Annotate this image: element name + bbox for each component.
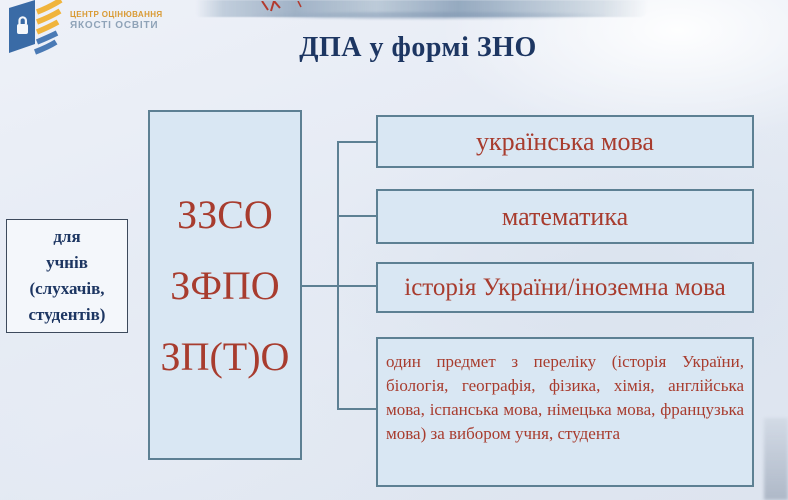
- connector-branch-subject4: [338, 408, 376, 410]
- audience-line: учнів: [46, 253, 88, 272]
- audience-box: для учнів (слухачів, студентів): [6, 219, 128, 333]
- institution-line: ЗП(Т)О: [160, 333, 290, 379]
- watercolor-brush-band-shadow: [250, 12, 610, 19]
- audience-line: студентів): [28, 305, 106, 324]
- institution-line: ЗЗСО: [177, 191, 273, 237]
- audience-line: (слухачів,: [29, 279, 105, 298]
- connector-trunk: [337, 141, 339, 410]
- connector-center-to-subject3: [302, 285, 376, 287]
- subject-box-elective-subject: один предмет з переліку (історія України…: [376, 337, 754, 487]
- institution-line: ЗФПО: [170, 262, 280, 308]
- slide-title: ДПА у формі ЗНО: [299, 32, 537, 63]
- institution-types-box: ЗЗСО ЗФПО ЗП(Т)О: [148, 110, 302, 460]
- cropped-red-mark: [258, 0, 304, 12]
- subject-box-history-or-foreign-language: історія України/іноземна мова: [376, 262, 754, 313]
- connector-branch-subject2: [338, 215, 376, 217]
- connector-branch-subject1: [338, 141, 376, 143]
- subject-box-mathematics: математика: [376, 189, 754, 244]
- subject-box-ukrainian-language: українська мова: [376, 115, 754, 168]
- logo-text-line2: ЯКОСТІ ОСВІТИ: [70, 20, 159, 31]
- logo-text-line1: ЦЕНТР ОЦІНЮВАННЯ: [70, 10, 163, 19]
- open-book-icon: [9, 0, 63, 55]
- background-streak: [764, 418, 788, 500]
- audience-line: для: [53, 227, 81, 246]
- logo: ЦЕНТР ОЦІНЮВАННЯ ЯКОСТІ ОСВІТИ: [6, 0, 236, 66]
